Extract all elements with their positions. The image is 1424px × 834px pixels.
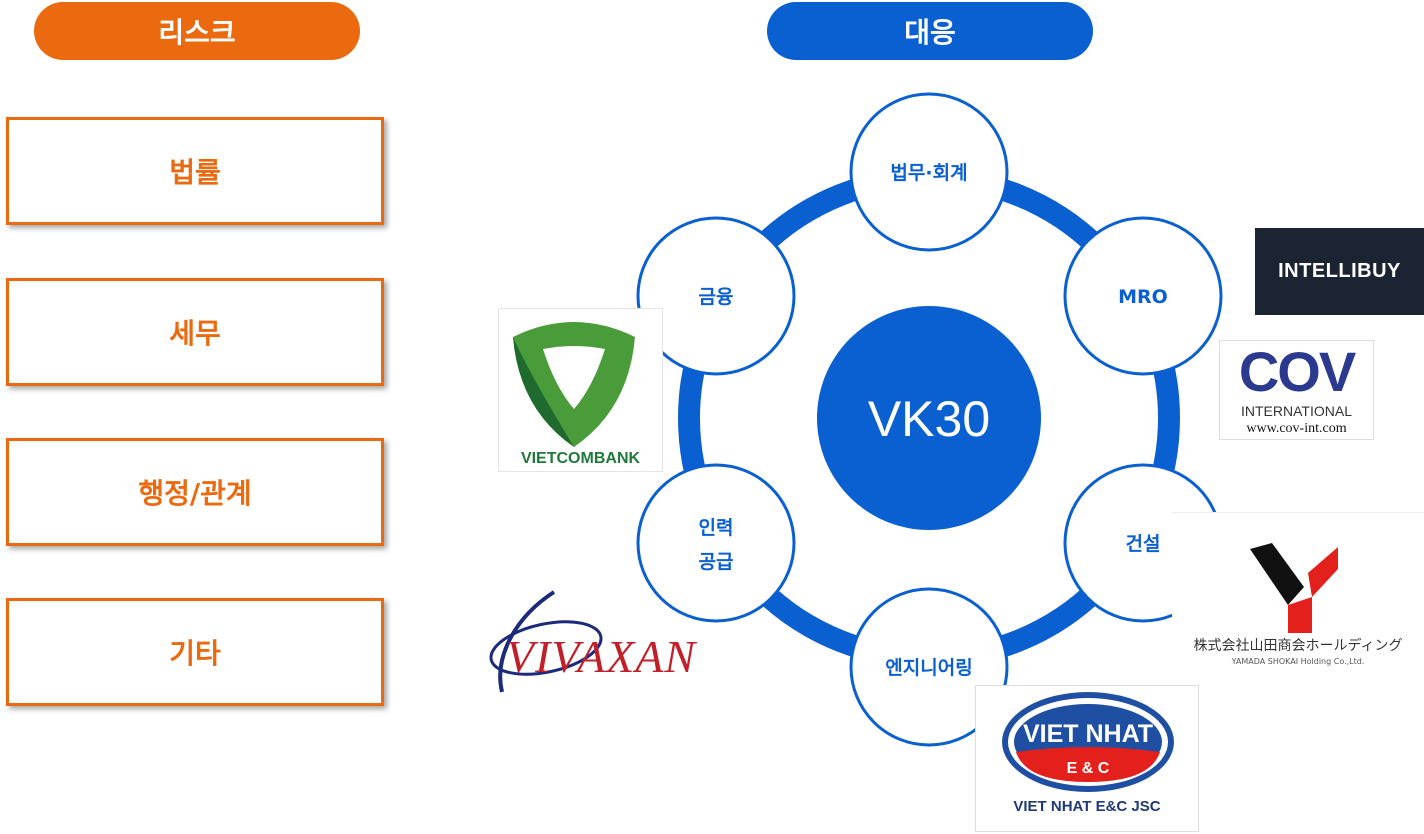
risk-box-other: 기타: [6, 598, 384, 706]
yamada-logo-mark-icon: [1250, 543, 1338, 633]
center-circle: [817, 306, 1041, 530]
vivaxan-logo: VIVAXAN: [484, 588, 759, 700]
vivaxan-swoosh-icon: [489, 590, 603, 693]
node-labor-label-1: 인력: [699, 517, 734, 539]
node-labor-label-2: 공급: [699, 551, 734, 573]
node-finance-label: 금융: [699, 286, 734, 308]
viet-nhat-ec: E & C: [1066, 760, 1110, 777]
viet-nhat-emblem-icon: [1002, 692, 1174, 792]
yamada-logo-english: YAMADA SHOKAI Holding Co.,Ltd.: [1231, 657, 1365, 666]
viet-nhat-title: VIET NHAT: [1022, 720, 1154, 748]
yamada-logo-japanese: 株式会社山田商会ホールディング: [1193, 638, 1403, 654]
risk-box-tax: 세무: [6, 278, 384, 386]
node-mro-label: MRO: [1118, 286, 1168, 308]
risk-header: 리스크: [34, 2, 360, 60]
center-label: VK30: [868, 391, 990, 447]
yamada-shokai-logo: 株式会社山田商会ホールディング YAMADA SHOKAI Holding Co…: [1172, 512, 1424, 679]
node-finance: 금융: [636, 216, 796, 376]
risk-box-admin: 행정/관계: [6, 438, 384, 546]
cov-international-logo: COV INTERNATIONAL www.cov-int.com: [1219, 340, 1374, 440]
cov-logo-url: www.cov-int.com: [1246, 421, 1347, 436]
node-engineering: 엔지니어링: [849, 587, 1009, 747]
vivaxan-wordmark: VIVAXAN: [506, 631, 697, 682]
viet-nhat-caption: VIET NHAT E&C JSC: [1013, 798, 1161, 815]
vietcombank-emblem-icon: [513, 322, 635, 447]
intellibuy-logo: INTELLIBUY: [1255, 228, 1424, 315]
intellibuy-logo-text: INTELLIBUY: [1278, 260, 1401, 282]
node-labor: 인력 공급: [636, 463, 796, 623]
risk-box-legal: 법률: [6, 117, 384, 225]
node-mro: MRO: [1063, 216, 1223, 376]
node-engineering-label: 엔지니어링: [885, 657, 972, 679]
cov-logo-mark: COV: [1238, 340, 1356, 403]
node-legal-label: 법무·회계: [890, 162, 967, 184]
cov-logo-subtitle: INTERNATIONAL: [1241, 403, 1352, 419]
viet-nhat-logo: VIET NHAT E & C VIET NHAT E&C JSC: [975, 685, 1199, 832]
node-construction-label: 건설: [1126, 533, 1161, 555]
vietcombank-wordmark: VIETCOMBANK: [520, 450, 641, 467]
node-legal: 법무·회계: [849, 92, 1009, 252]
vietcombank-logo: VIETCOMBANK: [498, 308, 663, 472]
response-header: 대응: [767, 2, 1093, 60]
